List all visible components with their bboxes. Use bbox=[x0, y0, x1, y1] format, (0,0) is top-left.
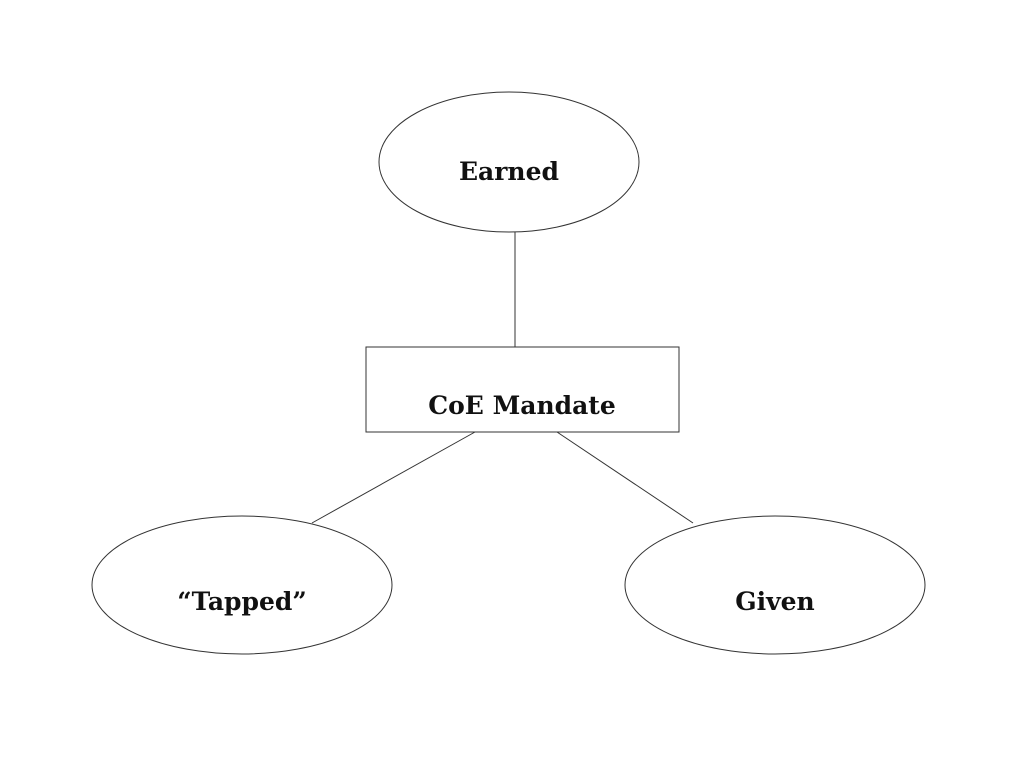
node-coe-mandate-label: CoE Mandate bbox=[428, 391, 616, 420]
node-tapped: “Tapped” bbox=[91, 515, 393, 655]
node-coe-mandate: CoE Mandate bbox=[365, 346, 680, 433]
connector-tapped bbox=[311, 431, 476, 524]
node-earned: Earned bbox=[378, 91, 640, 233]
node-given-ellipse bbox=[624, 515, 926, 655]
node-tapped-label: “Tapped” bbox=[177, 587, 307, 616]
node-earned-ellipse bbox=[378, 91, 640, 233]
node-earned-label: Earned bbox=[459, 157, 559, 186]
node-tapped-ellipse bbox=[91, 515, 393, 655]
node-coe-mandate-box bbox=[365, 346, 680, 433]
node-given: Given bbox=[624, 515, 926, 655]
node-given-label: Given bbox=[735, 587, 814, 616]
connector-given bbox=[556, 431, 694, 524]
